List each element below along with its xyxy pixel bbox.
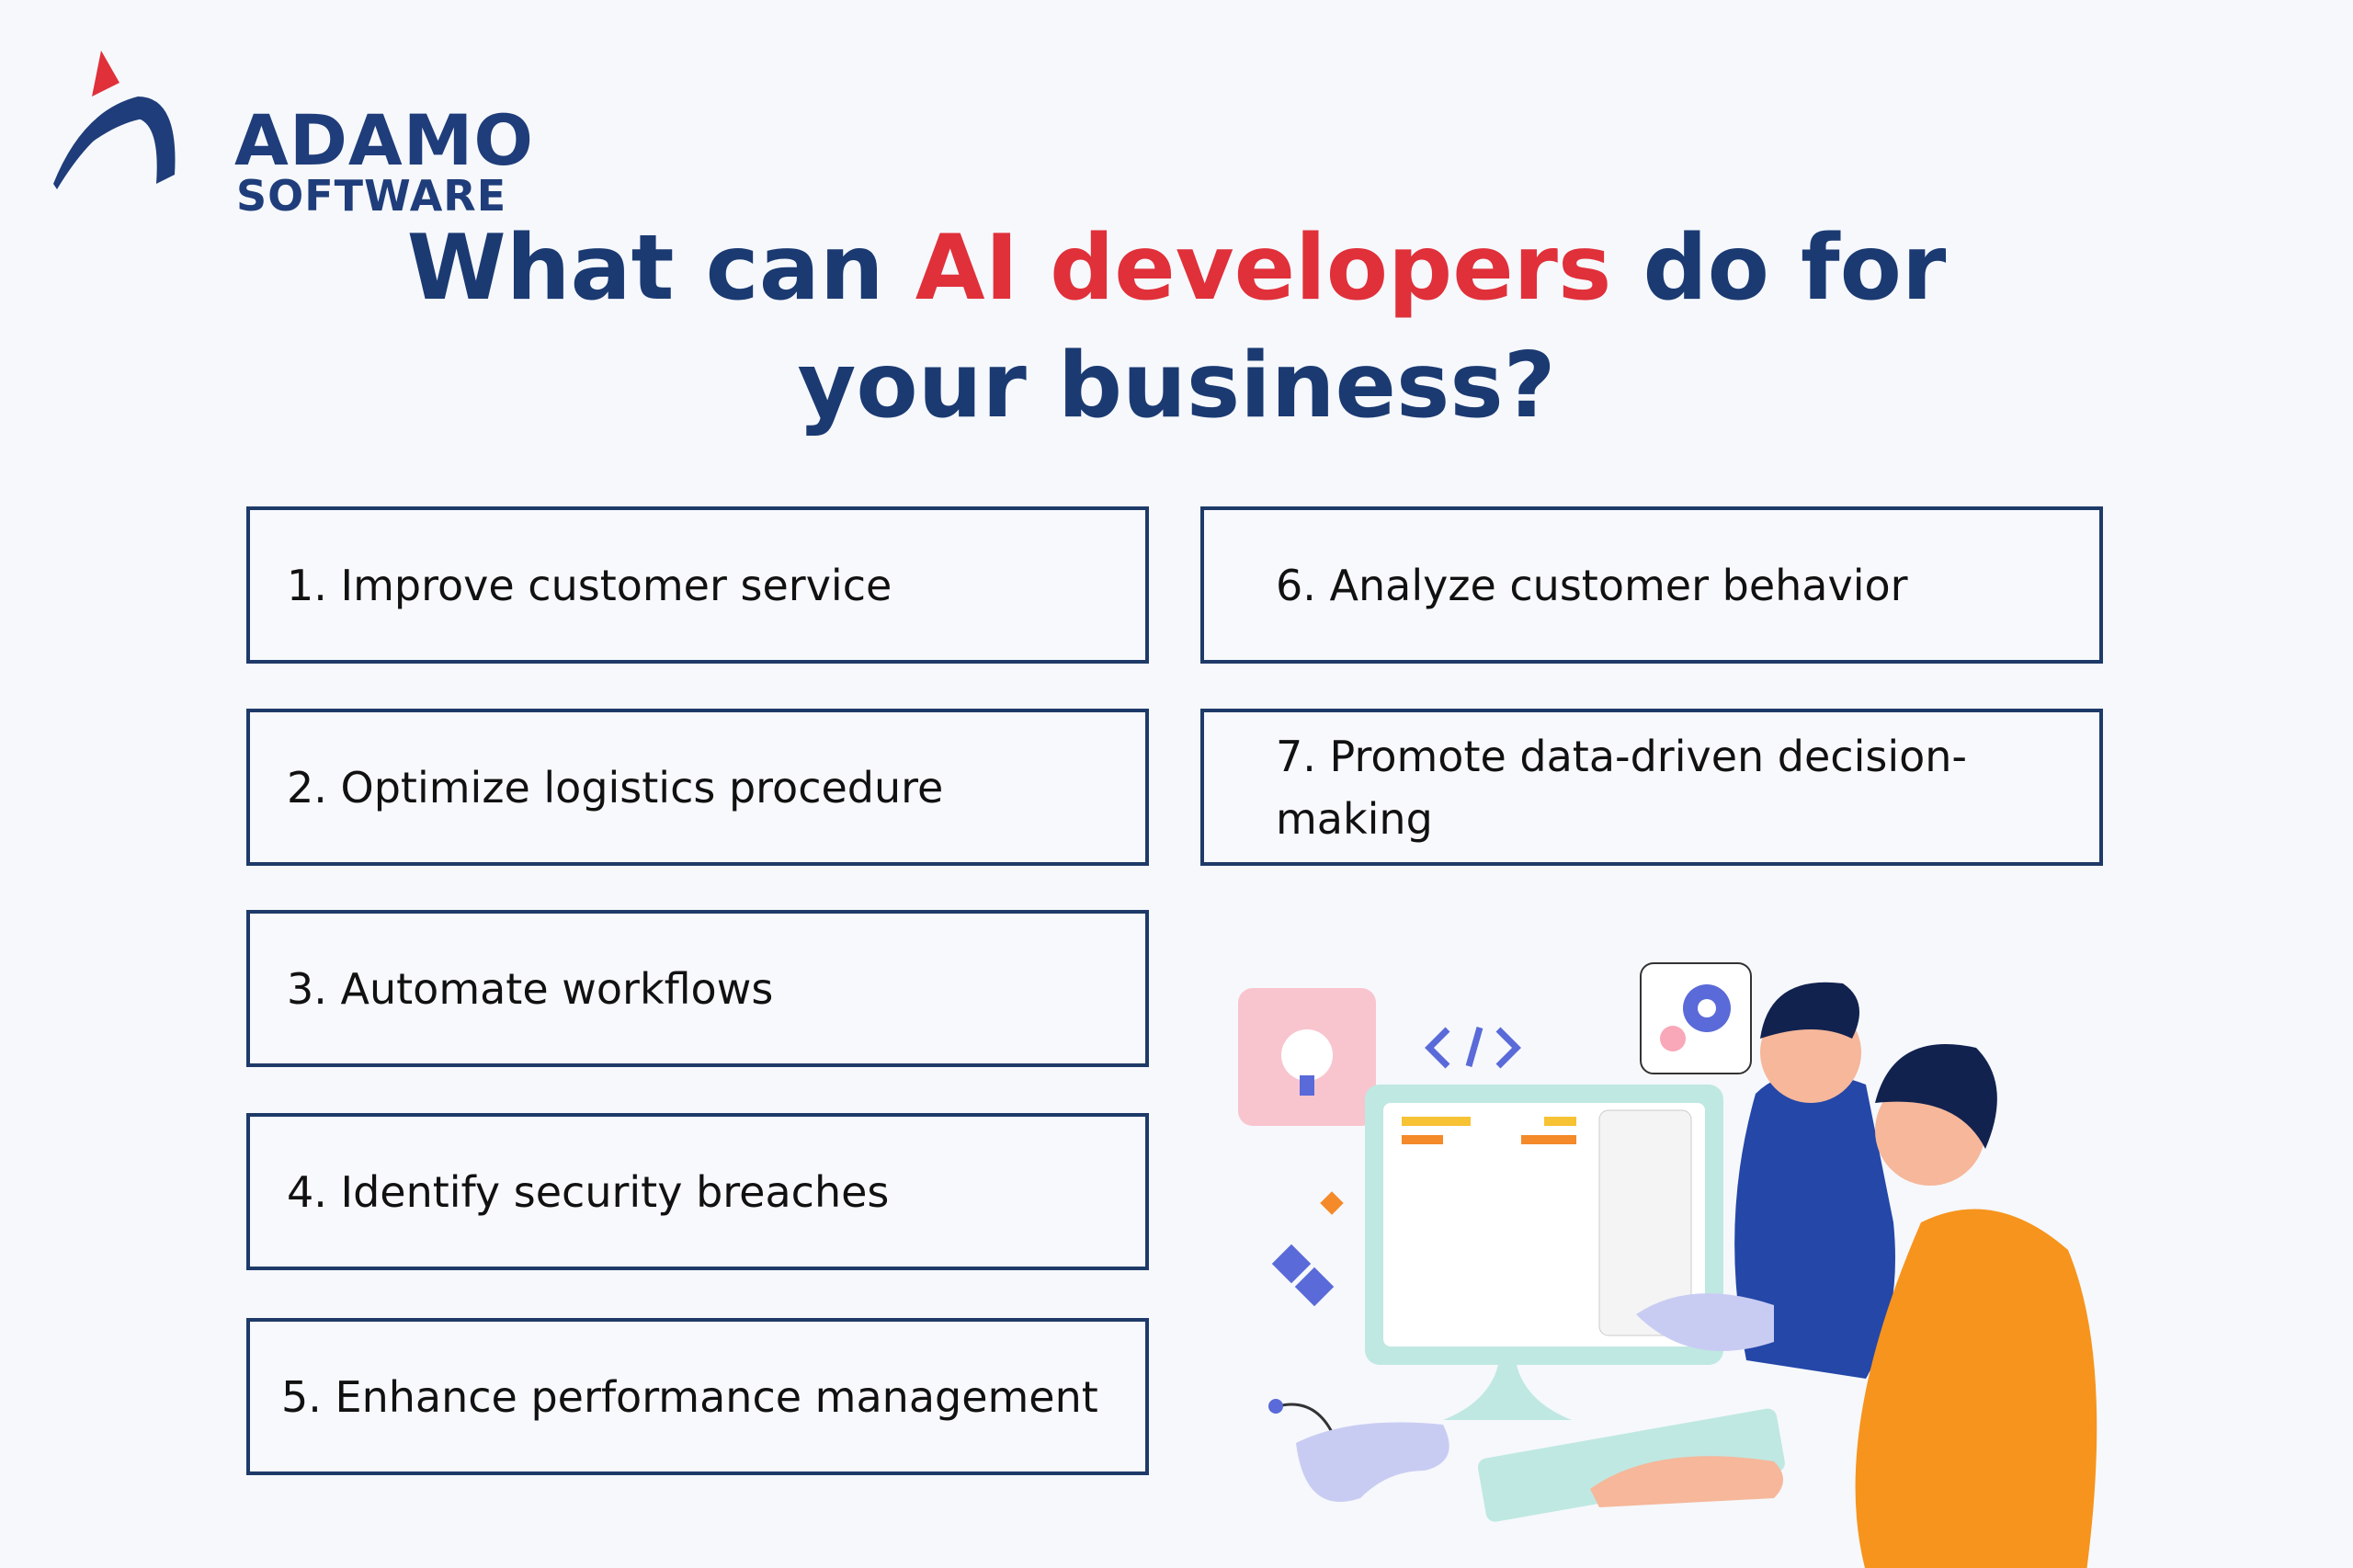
item-card-5: 5. Enhance performance management <box>246 1318 1149 1475</box>
item-label: 2. Optimize logistics procedure <box>287 762 944 812</box>
item-label: 4. Identify security breaches <box>287 1166 890 1217</box>
item-card-4: 4. Identify security breaches <box>246 1113 1149 1270</box>
developers-illustration <box>1238 962 2097 1568</box>
keyboard <box>1477 1408 1785 1522</box>
item-card-7: 7. Promote data-driven decision-making <box>1200 709 2103 866</box>
item-label: 1. Improve customer service <box>287 560 892 610</box>
title-part2: do for <box>1611 216 1947 321</box>
title-accent: AI developers <box>915 216 1612 321</box>
logo-text-software: SOFTWARE <box>236 171 507 221</box>
logo-text-adamo: ADAMO <box>234 99 534 181</box>
item-label: 5. Enhance performance management <box>281 1371 1098 1422</box>
developer-1 <box>1734 1073 1895 1379</box>
item-card-3: 3. Automate workflows <box>246 910 1149 1067</box>
item-label: 6. Analyze customer behavior <box>1276 560 1908 610</box>
item-card-6: 6. Analyze customer behavior <box>1200 506 2103 664</box>
gamepad-icon <box>1296 1422 1449 1502</box>
developer-2 <box>1855 1209 2097 1568</box>
vr-headset <box>1636 1293 1774 1351</box>
item-card-2: 2. Optimize logistics procedure <box>246 709 1149 866</box>
title-line2: your business? <box>797 334 1556 438</box>
item-label: 3. Automate workflows <box>287 963 774 1014</box>
brand-logo: ADAMO SOFTWARE <box>46 46 542 221</box>
page-title: What can AI developers do for your busin… <box>0 210 2353 445</box>
title-part1: What can <box>406 216 915 321</box>
item-card-1: 1. Improve customer service <box>246 506 1149 664</box>
item-label: 7. Promote data-driven decision-making <box>1276 731 1968 844</box>
code-icon <box>1425 1027 1521 1069</box>
logo-mark-icon <box>53 51 176 189</box>
